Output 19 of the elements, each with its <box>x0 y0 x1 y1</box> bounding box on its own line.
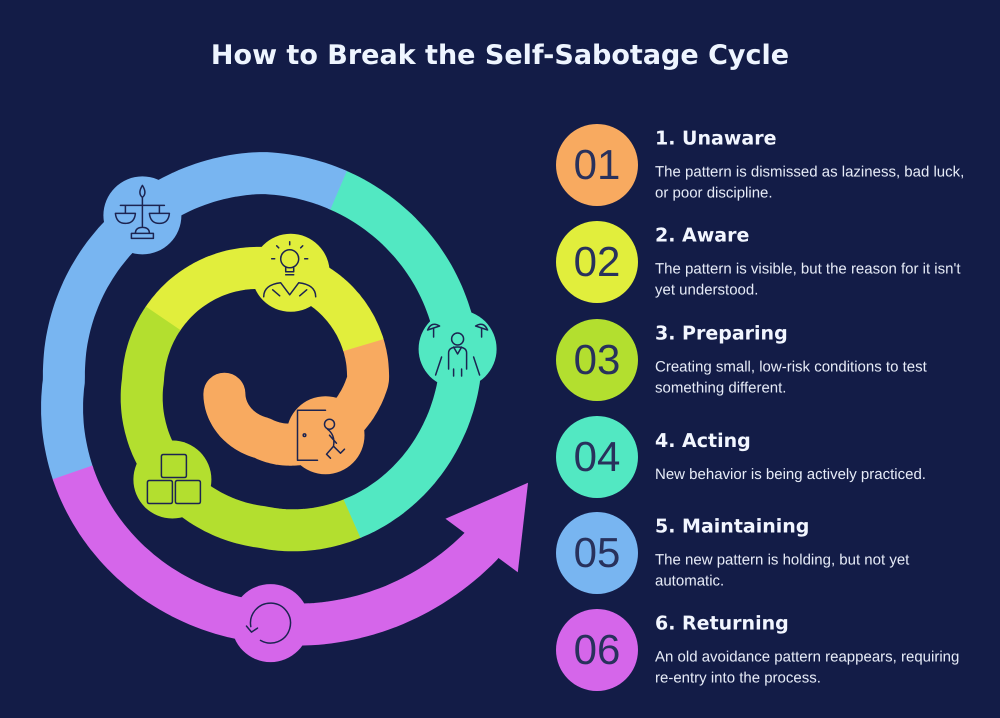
step-description: The pattern is dismissed as laziness, bad luck, or poor discipline. <box>655 162 966 204</box>
title: How to Break the Self-Sabotage Cycle <box>210 39 790 73</box>
step-heading: 4. Acting <box>655 429 751 453</box>
step-number-circle: 06 <box>556 609 638 691</box>
step-description: Creating small, low-risk conditions to test something different. <box>655 358 928 398</box>
step-heading: 5. Maintaining <box>655 514 810 538</box>
step-description: The new pattern is holding, but not yet automatic. <box>655 550 910 592</box>
step-number-circle: 02 <box>556 221 638 303</box>
step-number-circle: 01 <box>556 124 638 206</box>
step-heading: 3. Preparing <box>655 322 788 346</box>
step-number-circle: 03 <box>556 319 638 401</box>
step-description: The pattern is visible, but the reason for it isn't yet understood. <box>655 260 962 300</box>
step-heading: 1. Unaware <box>655 126 776 150</box>
step-heading: 6. Returning <box>655 612 789 636</box>
step-description: New behavior is being actively practiced. <box>655 465 926 485</box>
step-description: An old avoidance pattern reappears, requiring re-entry into the process. <box>655 648 960 688</box>
step-number-circle: 04 <box>556 416 638 498</box>
step-heading: 2. Aware <box>655 224 750 248</box>
step-number-circle: 05 <box>556 512 638 594</box>
